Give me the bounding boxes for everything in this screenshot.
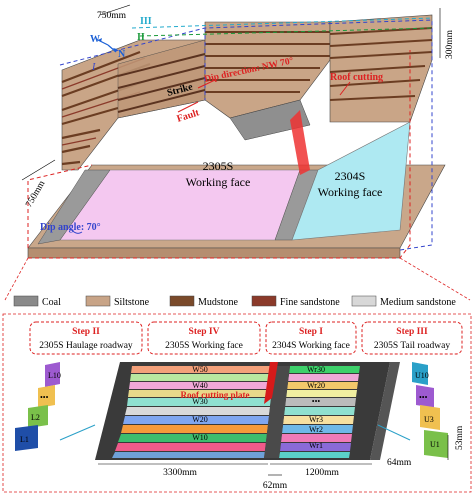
roman-II: II xyxy=(137,32,145,43)
label-w50: W50 xyxy=(192,365,208,374)
roof-cutting-plane xyxy=(290,110,310,175)
step-box-4 xyxy=(147,321,261,355)
roman-III: III xyxy=(140,16,152,27)
legend-label-fine-sandstone: Fine sandstone xyxy=(280,297,340,308)
step-boxes: Step II 2305S Haulage roadway Step IV 23… xyxy=(29,321,463,355)
legend-swatch-coal xyxy=(13,295,39,307)
step-box-3 xyxy=(361,321,463,355)
block-L10: L10 xyxy=(48,371,61,380)
legend-label-mudstone: Mudstone xyxy=(198,297,239,308)
roman-I: I xyxy=(91,62,96,73)
legend-swatch-fine-sandstone xyxy=(251,295,277,307)
step-4-title: Step IV xyxy=(189,327,220,337)
dip-angle-arc xyxy=(69,227,83,234)
face-2304-line1: 2304S xyxy=(335,169,366,183)
label-w40: W40 xyxy=(192,381,208,390)
step-box-2 xyxy=(29,321,143,355)
roof-cutting-plate xyxy=(264,362,278,404)
block-U1: U1 xyxy=(430,440,440,449)
roof-plate-label: Roof cutting plate xyxy=(181,390,250,400)
step-3-title: Step III xyxy=(396,327,428,337)
block-left-dots: ••• xyxy=(40,393,49,402)
dim-1200: 1200mm xyxy=(305,468,339,478)
face-2305-line2: Working face xyxy=(186,175,251,189)
bottom-panel-frame xyxy=(2,313,472,493)
step-1-title: Step I xyxy=(299,327,323,337)
compass-n: N xyxy=(118,49,126,60)
step-2-text: 2305S Haulage roadway xyxy=(39,341,133,351)
roof-cutting-label: Roof cutting xyxy=(330,72,383,83)
dip-arrow xyxy=(197,79,216,89)
right-bars xyxy=(279,366,360,458)
step-2-title: Step II xyxy=(72,327,100,337)
dim-3300: 3300mm xyxy=(163,468,197,478)
top-model: 750mm 300mm 750mm I II III W N Strike Di… xyxy=(21,4,455,259)
legend-swatch-mudstone xyxy=(169,295,195,307)
legend-swatch-siltstone xyxy=(85,295,111,307)
label-wr20: Wr20 xyxy=(307,381,325,390)
compass xyxy=(97,38,117,53)
step-4-text: 2305S Working face xyxy=(165,340,243,351)
outline-red xyxy=(27,164,93,248)
label-w20: W20 xyxy=(192,415,208,424)
legend-label-medium-sandstone: Medium sandstone xyxy=(380,297,456,308)
step-1-text: 2304S Working face xyxy=(272,340,350,351)
dim-750-top: 750mm xyxy=(97,11,127,21)
bar-labels: W50 W40 W30 W20 W10 Wr30 Wr20 ••• Wr3 Wr… xyxy=(181,365,325,450)
label-dots-right: ••• xyxy=(312,397,321,406)
left-block-arrow xyxy=(59,424,96,441)
fault-label: Fault xyxy=(176,107,202,125)
dim-300: 300mm xyxy=(445,29,455,59)
middle-strata-block xyxy=(204,21,331,141)
dim-62: 62mm xyxy=(263,481,288,491)
legend-label-coal: Coal xyxy=(42,297,61,308)
right-strata-block xyxy=(329,14,433,123)
block-L2: L2 xyxy=(31,413,40,422)
dim-53: 53mm xyxy=(455,425,465,450)
legend-label-siltstone: Siltstone xyxy=(114,297,150,308)
label-wr1: Wr1 xyxy=(309,441,323,450)
center-pillar xyxy=(264,366,290,458)
step-3-text: 2305S Tail roadway xyxy=(374,341,450,351)
fault-arrow xyxy=(177,101,199,113)
block-U10: U10 xyxy=(415,371,429,380)
dim-64: 64mm xyxy=(387,458,412,468)
legend: Coal Siltstone Mudstone Fine sandstone M… xyxy=(13,295,456,308)
base-slab-front xyxy=(27,247,401,259)
label-wr2: Wr2 xyxy=(309,425,323,434)
dip-angle-label: Dip angle: 70° xyxy=(40,222,101,233)
step-box-1 xyxy=(265,321,357,355)
legend-swatch-medium-sandstone xyxy=(351,295,377,307)
coal-strip-left xyxy=(37,169,111,245)
left-strata-block xyxy=(61,39,206,171)
compass-w: W xyxy=(90,34,100,45)
right-block-arrow xyxy=(377,424,411,441)
label-w30: W30 xyxy=(192,397,208,406)
block-L1: L1 xyxy=(20,435,29,444)
face-2304-line2: Working face xyxy=(318,185,383,199)
right-block-column: U10 ••• U3 U1 xyxy=(412,362,448,458)
block-right-dots: ••• xyxy=(419,393,428,402)
block-U2: U3 xyxy=(424,415,434,424)
right-wall xyxy=(370,362,400,460)
roof-cutting-arrow xyxy=(339,81,351,96)
dimension-lines: 3300mm 1200mm 62mm 64mm 53mm xyxy=(98,425,465,491)
section-line-I xyxy=(59,19,433,251)
label-w10: W10 xyxy=(192,433,208,442)
left-block-column: L10 ••• L2 L1 xyxy=(15,362,61,451)
label-wr3: Wr3 xyxy=(309,415,323,424)
label-wr30: Wr30 xyxy=(307,365,325,374)
section-line-III xyxy=(131,17,433,29)
left-bars xyxy=(112,366,275,458)
face-2305-line1: 2305S xyxy=(203,159,234,173)
